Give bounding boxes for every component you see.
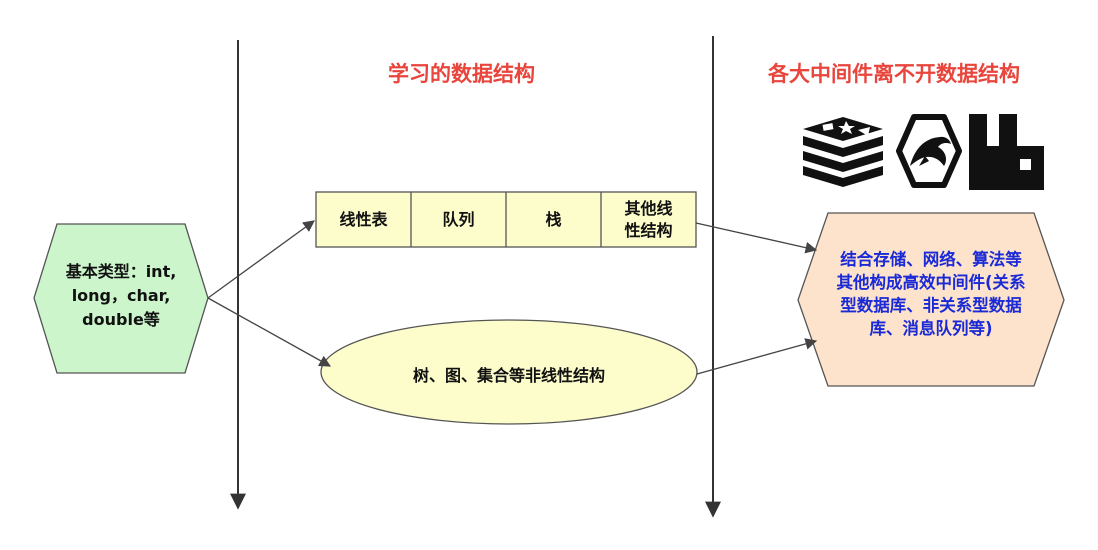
basic-types-hexagon <box>33 223 209 374</box>
arrow-to-linear <box>207 220 315 299</box>
linear-cell-label: 线性表 <box>339 209 388 229</box>
rabbitmq-logo-icon <box>969 114 1044 190</box>
linear-cell-list: 线性表 <box>316 192 411 247</box>
middleware-line: 结合存储、网络、算法等 <box>840 250 1022 269</box>
linear-cell-label: 性结构 <box>624 220 673 240</box>
basic-types-text: 基本类型：int, long，char, double等 <box>40 260 202 332</box>
nonlinear-structures-ellipse <box>320 319 698 425</box>
middleware-description: 结合存储、网络、算法等 其他构成高效中间件(关系 型数据库、非关系型数据 库、消… <box>800 248 1062 340</box>
basic-types-line: 基本类型：int, <box>65 262 177 281</box>
nonlinear-structures-text: 树、图、集合等非线性结构 <box>412 366 605 385</box>
linear-cell-label: 栈 <box>545 209 562 229</box>
linear-cell-queue: 队列 <box>411 192 506 247</box>
heading-middleware: 各大中间件离不开数据结构 <box>768 62 1020 86</box>
middleware-line: 型数据库、非关系型数据 <box>840 296 1022 315</box>
linear-structures-table <box>315 191 697 248</box>
middleware-line: 其他构成高效中间件(关系 <box>836 273 1026 292</box>
heading-learned-structures: 学习的数据结构 <box>388 62 535 86</box>
linear-cell-other: 其他线 性结构 <box>601 192 696 247</box>
middleware-hexagon <box>797 212 1065 387</box>
linear-cell-stack: 栈 <box>506 192 601 247</box>
middleware-line: 库、消息队列等) <box>869 319 993 338</box>
mysql-dolphin-icon <box>896 114 962 188</box>
linear-cell-label: 队列 <box>442 209 475 229</box>
basic-types-line: double等 <box>82 310 160 329</box>
arrow-nonlinear-to-middleware <box>696 338 818 375</box>
linear-cell-label: 其他线 <box>624 198 673 218</box>
arrow-linear-to-middleware <box>695 222 818 254</box>
basic-types-line: long，char, <box>71 286 171 305</box>
redis-logo-icon <box>803 117 883 187</box>
arrow-to-nonlinear <box>207 297 332 367</box>
